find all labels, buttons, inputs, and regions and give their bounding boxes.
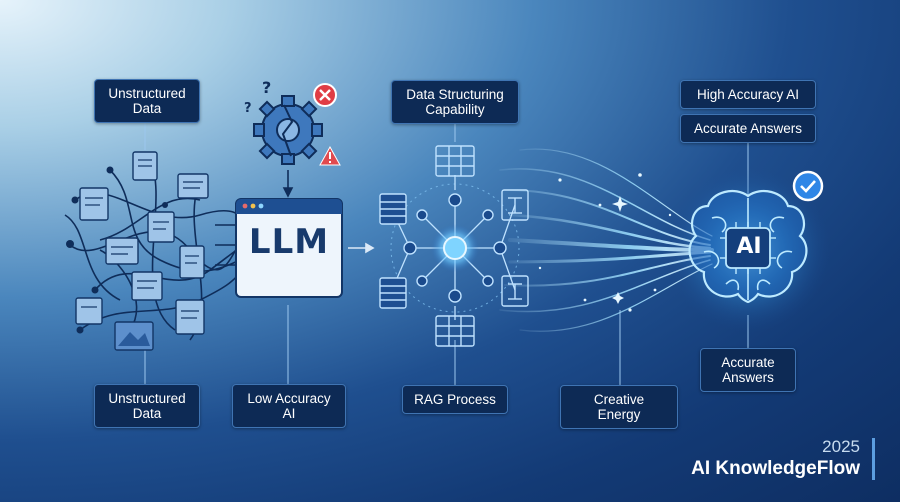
rag-network bbox=[379, 145, 529, 347]
document-icon bbox=[105, 237, 139, 265]
check-badge-icon bbox=[792, 170, 824, 202]
label-accurate-answers-bottom: Accurate Answers bbox=[700, 348, 796, 392]
document-icon bbox=[175, 299, 205, 335]
brain-icon bbox=[666, 168, 830, 332]
label-creative-energy: Creative Energy bbox=[560, 385, 678, 429]
grid-icon bbox=[435, 315, 475, 347]
label-low-accuracy-ai: Low Accuracy AI bbox=[232, 384, 346, 428]
error-x-icon bbox=[313, 83, 337, 107]
label-accurate-answers-top: Accurate Answers bbox=[680, 114, 816, 143]
document-icon bbox=[177, 173, 209, 199]
label-unstructured-data-bottom: Unstructured Data bbox=[94, 384, 200, 428]
sparkle-icon bbox=[538, 173, 672, 312]
label-unstructured-data-top: Unstructured Data bbox=[94, 79, 200, 123]
brain-ai-title: AI bbox=[736, 234, 762, 259]
brand-name: AI KnowledgeFlow bbox=[691, 458, 860, 479]
llm-title: LLM bbox=[248, 222, 330, 262]
document-icon bbox=[179, 245, 205, 279]
label-high-accuracy-ai: High Accuracy AI bbox=[680, 80, 816, 109]
document-icon bbox=[147, 211, 175, 243]
question-mark-icon: ? bbox=[262, 78, 271, 97]
label-data-structuring-capability: Data Structuring Capability bbox=[391, 80, 519, 124]
brand-accent-bar bbox=[872, 438, 875, 480]
hierarchy-icon bbox=[501, 275, 529, 307]
document-icon bbox=[79, 187, 109, 221]
unstructured-data-cluster bbox=[64, 151, 251, 351]
llm-window bbox=[235, 198, 343, 298]
label-rag-process: RAG Process bbox=[402, 385, 508, 414]
document-icon bbox=[75, 297, 103, 325]
brand-year: 2025 bbox=[822, 437, 860, 456]
warning-icon bbox=[319, 145, 341, 166]
question-mark-icon: ? bbox=[244, 101, 252, 116]
label-connectors bbox=[144, 115, 749, 385]
gear-icon bbox=[253, 95, 323, 165]
document-icon bbox=[131, 271, 163, 301]
grid-icon bbox=[435, 145, 475, 177]
